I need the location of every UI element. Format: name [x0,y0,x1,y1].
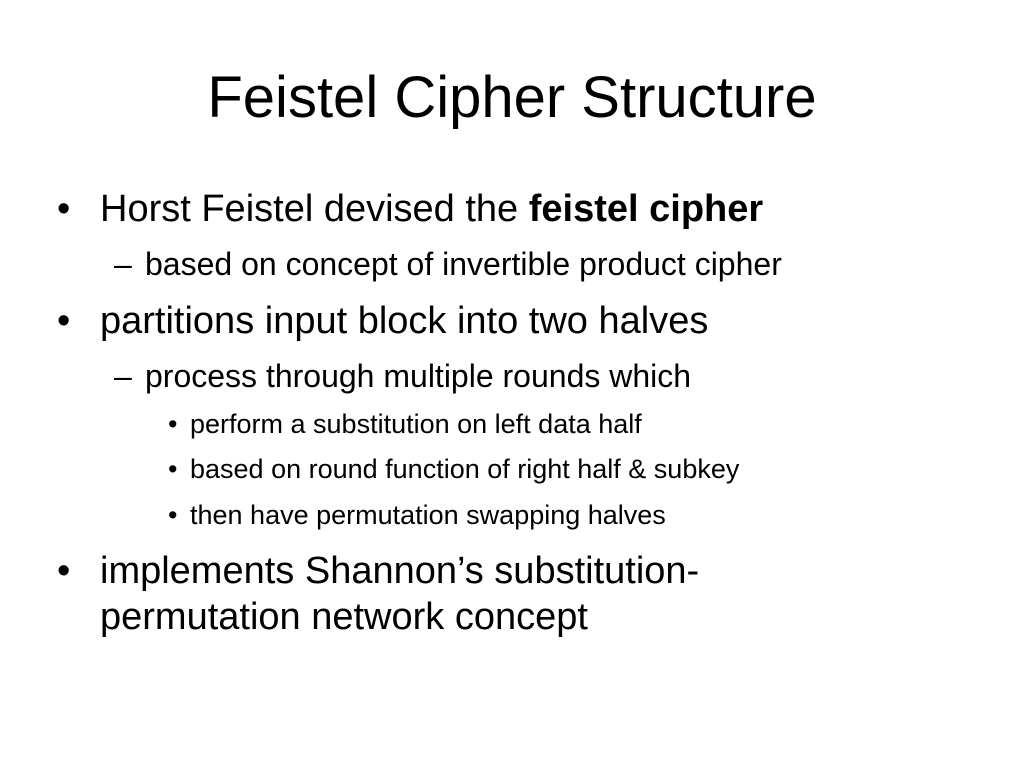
sub-item-invertible-product-cipher: – based on concept of invertible product… [114,245,782,283]
sub-sub-item-round-function: • based on round function of right half … [168,453,740,485]
bullet-marker: • [57,550,71,592]
bullet-marker: • [57,188,71,230]
sub-sub-item-text: then have permutation swapping halves [190,500,666,530]
bullet-marker: • [168,409,178,439]
sub-item-text: based on concept of invertible product c… [145,246,782,282]
bullet-emphasis: feistel cipher [528,188,764,230]
sub-sub-item-permutation: • then have permutation swapping halves [168,499,666,531]
slide-title: Feistel Cipher Structure [207,65,817,130]
bullet-item-feistel-devised: • Horst Feistel devised the feistel ciph… [57,186,764,232]
bullet-marker: • [168,454,178,484]
bullet-text-line-2: permutation network concept [100,596,588,638]
dash-marker: – [114,358,132,394]
sub-item-text: process through multiple rounds which [145,358,692,394]
bullet-marker: • [168,500,178,530]
dash-marker: – [114,246,132,282]
bullet-text: Horst Feistel devised the [100,188,529,230]
sub-sub-item-substitution: • perform a substitution on left data ha… [168,408,642,440]
sub-sub-item-text: based on round function of right half & … [190,454,740,484]
bullet-text-line-1: implements Shannon’s substitution- [100,550,700,592]
bullet-marker: • [57,300,71,342]
bullet-item-shannon-network: • implements Shannon’s substitution- per… [57,548,700,640]
sub-sub-item-text: perform a substitution on left data half [190,409,642,439]
sub-item-multiple-rounds: – process through multiple rounds which [114,357,692,395]
bullet-item-partitions: • partitions input block into two halves [57,298,709,344]
bullet-text: partitions input block into two halves [100,300,709,342]
